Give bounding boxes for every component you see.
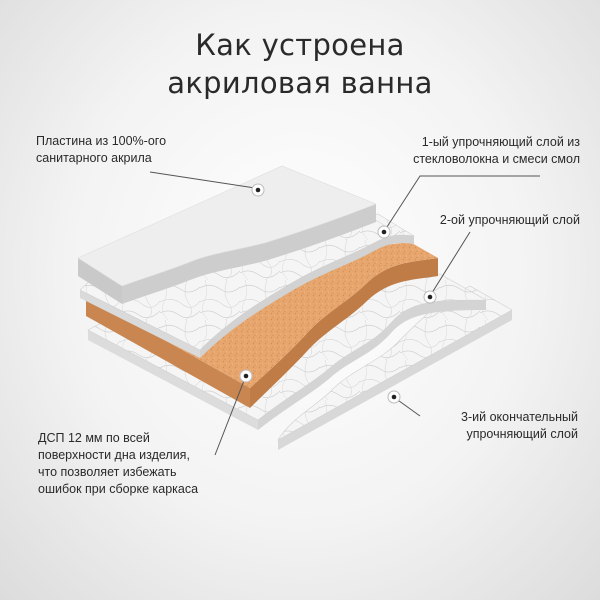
acrylic-side — [122, 204, 376, 304]
leader-layer3 — [394, 397, 421, 417]
label-chipboard: ДСП 12 мм по всей поверхности дна издели… — [38, 430, 198, 498]
page-title: Как устроена акриловая ванна — [0, 26, 600, 102]
label-chipboard-line-1: ДСП 12 мм по всей — [38, 431, 150, 445]
label-acrylic-line-1: Пластина из 100%-ого — [36, 134, 167, 148]
leader-acrylic — [149, 171, 256, 189]
label-acrylic-line-2: санитарного акрила — [36, 151, 152, 165]
layer-3-side — [278, 310, 512, 450]
layer-1-top — [79, 213, 415, 351]
chipboard-front — [86, 296, 250, 408]
label-layer3-line-1: 3-ий окончательный — [461, 410, 578, 424]
label-chipboard-line-3: что позволяет избежать — [38, 465, 177, 479]
label-acrylic: Пластина из 100%-ого санитарного акрила — [36, 133, 166, 167]
label-layer1-line-2: стекловолокна и смеси смол — [413, 152, 580, 166]
layer-1-fiberglass — [79, 213, 415, 358]
acrylic-sheet — [77, 165, 377, 304]
acrylic-front — [78, 258, 122, 304]
title-line-2: акриловая ванна — [167, 66, 433, 100]
title-line-1: Как устроена — [195, 28, 405, 62]
layer-1-front — [80, 290, 200, 358]
leader-chipboard — [214, 377, 246, 456]
label-layer3: 3-ий окончательный упрочняющий слой — [461, 409, 578, 443]
layer-2-front — [88, 330, 258, 430]
leader-layer1 — [384, 175, 540, 231]
leader-lines — [149, 171, 540, 456]
label-layer2-line-1: 2-ой упрочняющий слой — [439, 213, 580, 227]
chipboard-side — [250, 258, 438, 408]
label-chipboard-line-4: ошибок при сборке каркаса — [38, 482, 199, 496]
acrylic-top — [77, 165, 377, 287]
label-chipboard-line-2: поверхности дна изделия, — [38, 448, 190, 462]
leader-layer2 — [429, 231, 471, 297]
label-layer1: 1-ый упрочняющий слой из стекловолокна и… — [413, 134, 580, 168]
label-layer3-line-2: упрочняющий слой — [466, 427, 578, 441]
marker-dots — [239, 183, 437, 404]
label-layer1-line-1: 1-ый упрочняющий слой из — [421, 135, 580, 149]
label-layer2: 2-ой упрочняющий слой — [440, 212, 580, 229]
